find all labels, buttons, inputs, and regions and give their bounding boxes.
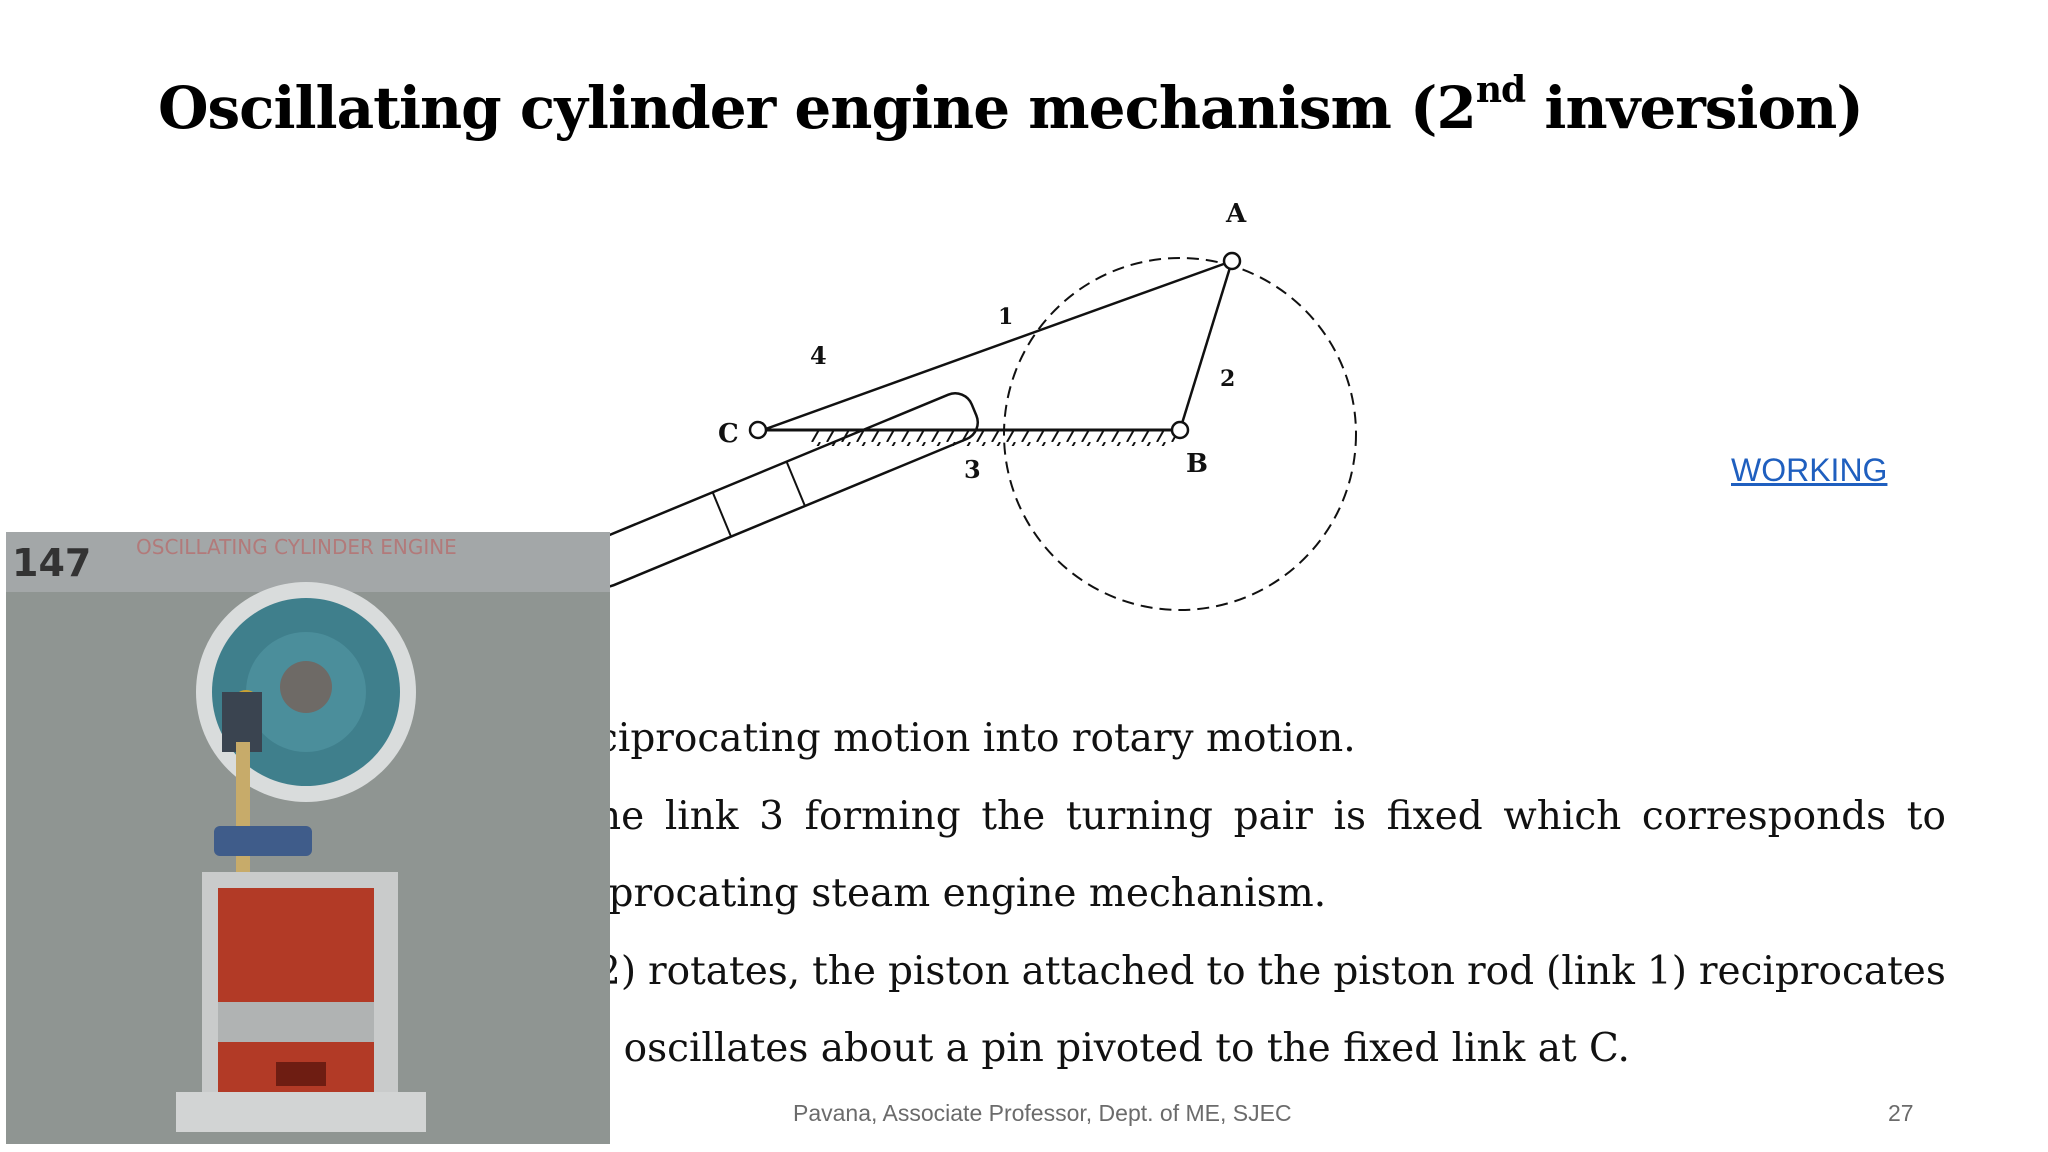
label-c: C xyxy=(718,419,739,449)
photo-number: 147 xyxy=(12,541,91,585)
slide-body-text: ciprocating motion into rotary motion. h… xyxy=(596,700,1946,1088)
crank-pin xyxy=(280,661,332,713)
engine-model-photo: 147 OSCILLATING CYLINDER ENGINE xyxy=(6,532,610,1144)
slide-title: Oscillating cylinder engine mechanism (2… xyxy=(158,69,1864,142)
crank-link-2 xyxy=(1178,260,1234,431)
mechanism-diagram: A B C 1 2 3 4 xyxy=(582,199,1357,611)
pin-c xyxy=(748,420,768,440)
footer-author: Pavana, Associate Professor, Dept. of ME… xyxy=(793,1100,1292,1126)
photo-caption: OSCILLATING CYLINDER ENGINE xyxy=(136,535,457,559)
piston-rod-link-1 xyxy=(759,259,1233,433)
text-line: ciprocating motion into rotary motion. xyxy=(596,716,1356,761)
label-link-4: 4 xyxy=(810,341,827,370)
label-link-1: 1 xyxy=(998,304,1013,330)
label-b: B xyxy=(1186,449,1208,479)
text-line: ) oscillates about a pin pivoted to the … xyxy=(596,1026,1630,1071)
label-link-3: 3 xyxy=(964,455,981,484)
title-superscript: nd xyxy=(1475,69,1526,111)
label-a: A xyxy=(1225,199,1247,229)
page-number: 27 xyxy=(1888,1100,1914,1126)
working-link[interactable]: WORKING xyxy=(1731,452,1888,488)
text-line: iprocating steam engine mechanism. xyxy=(596,871,1327,916)
pin-a xyxy=(1222,251,1242,271)
label-link-2: 2 xyxy=(1220,366,1235,392)
pin-b xyxy=(1170,420,1190,440)
fixed-link-hatching xyxy=(808,430,1176,446)
cylinder-link-4 xyxy=(582,392,979,588)
